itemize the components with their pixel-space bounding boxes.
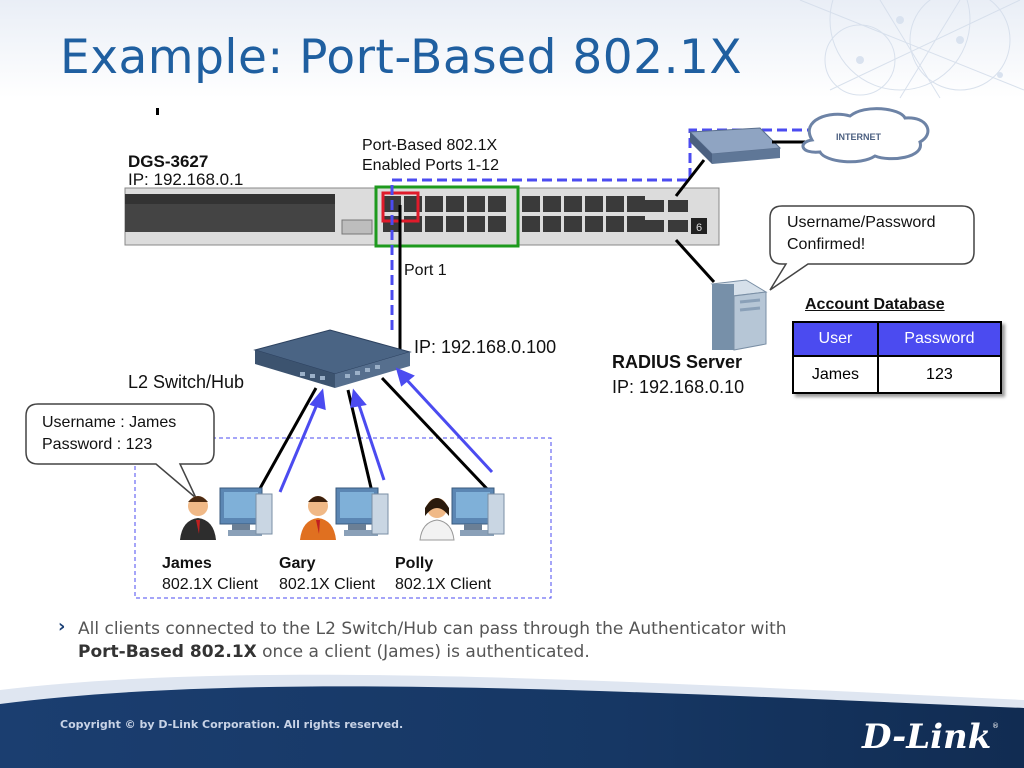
bullet-text-bold: Port-Based 802.1X [78, 642, 257, 662]
enabled-ports-line1: Port-Based 802.1X [362, 137, 498, 154]
client-name: Polly [395, 555, 434, 572]
table-row: James 123 [792, 355, 1003, 394]
client-role: 802.1X Client [395, 576, 492, 593]
bullet-chevron-icon: › [58, 616, 66, 637]
l2-ip-label: IP: 192.168.0.100 [414, 337, 557, 357]
credential-password: Password : 123 [42, 436, 153, 453]
dlink-logo: D-Link [862, 717, 992, 757]
l2-switch-label: L2 Switch/Hub [128, 372, 245, 392]
client-polly-icon [419, 487, 505, 541]
radius-ip-label: IP: 192.168.0.10 [612, 377, 745, 397]
client-gary-icon [300, 487, 389, 540]
credential-bubble [25, 403, 215, 499]
internet-label: INTERNET [836, 132, 882, 142]
copyright-text: Copyright © by D-Link Corporation. All r… [60, 718, 404, 731]
internet-cloud-icon: INTERNET [801, 107, 930, 164]
account-db-table: User Password James 123 [792, 321, 1003, 394]
switch-ip-label: IP: 192.168.0.1 [128, 170, 244, 189]
client-name: Gary [279, 555, 316, 572]
port1-label: Port 1 [404, 262, 447, 279]
bullet-text: All clients connected to the L2 Switch/H… [78, 618, 938, 664]
confirm-bubble [769, 205, 975, 291]
registered-mark: ® [992, 722, 999, 730]
client-name: James [162, 555, 212, 572]
core-switch: 6 [124, 187, 720, 246]
enabled-ports-line2: Enabled Ports 1-12 [362, 157, 499, 174]
table-cell: 123 [876, 355, 1003, 394]
router-icon [688, 127, 782, 164]
radius-server-icon [710, 279, 768, 351]
svg-text:6: 6 [696, 222, 702, 234]
bullet-text-pre: All clients connected to the L2 Switch/H… [78, 619, 787, 639]
column-header: User [792, 321, 879, 357]
switch-model-label: DGS-3627 [128, 152, 209, 171]
client-role: 802.1X Client [162, 576, 259, 593]
client-area [134, 437, 552, 599]
l2-switch-icon [253, 329, 412, 388]
credential-username: Username : James [42, 414, 177, 431]
slide-title: Example: Port-Based 802.1X [60, 30, 743, 85]
enabled-ports-box [374, 185, 520, 248]
column-header: Password [876, 321, 1003, 357]
table-cell: James [792, 355, 879, 394]
confirm-line1: Username/Password [787, 214, 936, 231]
client-role: 802.1X Client [279, 576, 376, 593]
radius-server-label: RADIUS Server [612, 352, 743, 372]
auth-path-dashed [390, 128, 808, 330]
account-db-title: Account Database [805, 296, 945, 313]
table-header-row: User Password [792, 321, 1003, 357]
confirm-line2: Confirmed! [787, 236, 866, 253]
client-james-icon [180, 487, 273, 540]
bullet-text-post: once a client (James) is authenticated. [256, 642, 590, 662]
